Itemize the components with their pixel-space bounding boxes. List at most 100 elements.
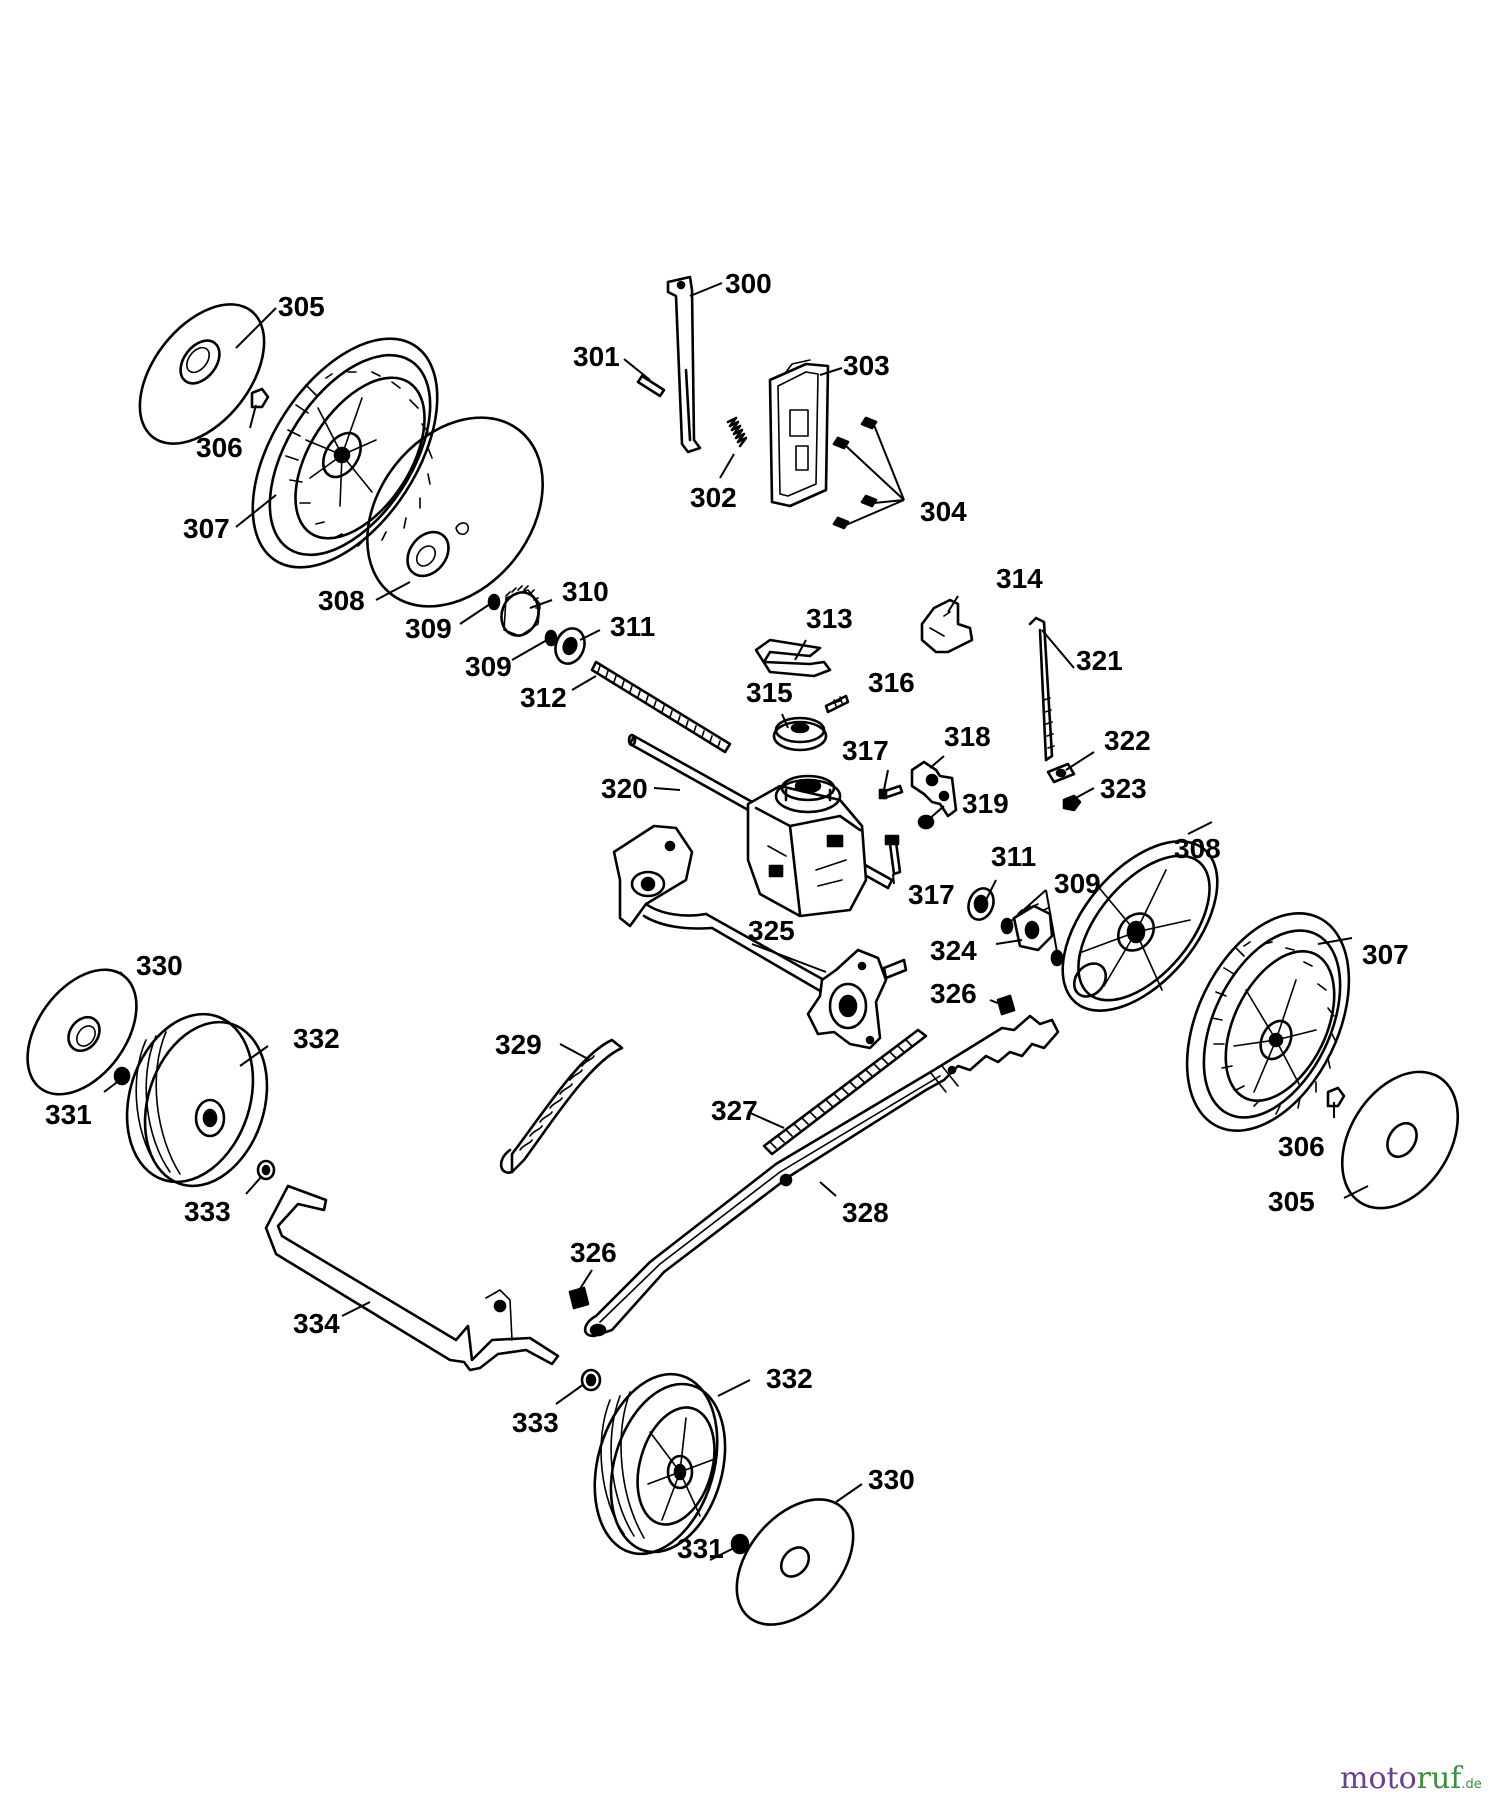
bearing-part <box>967 887 995 921</box>
wheel-cover-part <box>366 416 544 608</box>
watermark-part1: moto <box>1340 1761 1417 1796</box>
part-label-313: 313 <box>806 603 853 634</box>
part-label-305: 305 <box>278 291 325 322</box>
screws-part <box>832 416 878 530</box>
washer-part <box>544 629 558 647</box>
part-label-306: 306 <box>196 432 243 463</box>
screw-part <box>878 784 904 800</box>
height-lever-part <box>583 1014 1060 1338</box>
part-label-309: 309 <box>1054 868 1101 899</box>
part-label-309: 309 <box>465 651 512 682</box>
part-label-308: 308 <box>1174 833 1221 864</box>
part-label-306: 306 <box>1278 1131 1325 1162</box>
screw-part <box>884 834 902 876</box>
watermark-part2: ruf <box>1417 1761 1464 1796</box>
part-label-332: 332 <box>766 1363 813 1394</box>
watermark-logo: motoruf.de <box>1340 1761 1482 1796</box>
pulley-part <box>772 716 828 752</box>
part-label-311: 311 <box>991 841 1036 872</box>
part-label-315: 315 <box>746 677 793 708</box>
hubcap-part <box>735 1498 855 1626</box>
gearbox-part <box>746 774 868 918</box>
part-label-329: 329 <box>495 1029 542 1060</box>
wheel-part <box>125 1012 269 1188</box>
hubcap-part <box>1340 1070 1460 1210</box>
washer-part <box>1000 917 1014 935</box>
bracket-plate-part <box>768 359 830 508</box>
part-label-321: 321 <box>1076 645 1123 676</box>
part-label-330: 330 <box>868 1464 915 1495</box>
part-label-331: 331 <box>677 1533 724 1564</box>
part-label-320: 320 <box>601 773 648 804</box>
wheel-part <box>593 1372 727 1556</box>
spring-bracket-part <box>499 1038 624 1174</box>
drive-wheel-part <box>251 337 439 569</box>
part-label-325: 325 <box>748 915 795 946</box>
nut-part <box>730 1533 750 1555</box>
part-label-317: 317 <box>842 735 889 766</box>
bracket-part <box>910 760 958 818</box>
threaded-shaft-part <box>590 660 732 754</box>
rod-part <box>1028 616 1055 762</box>
hubcap-part <box>138 303 266 445</box>
part-label-312: 312 <box>520 682 567 713</box>
part-label-308: 308 <box>318 585 365 616</box>
part-label-314: 314 <box>996 563 1043 594</box>
part-label-323: 323 <box>1100 773 1147 804</box>
part-label-326: 326 <box>570 1237 617 1268</box>
part-label-319: 319 <box>962 788 1009 819</box>
nut-part <box>1062 794 1082 812</box>
gear-part <box>1012 903 1054 952</box>
lever-part <box>666 275 702 454</box>
part-label-318: 318 <box>944 721 991 752</box>
washer-part <box>487 593 501 611</box>
part-label-317: 317 <box>908 879 955 910</box>
nut-part <box>256 1159 276 1181</box>
spring-part <box>726 416 748 448</box>
part-label-333: 333 <box>512 1407 559 1438</box>
pin-part <box>636 374 666 398</box>
part-label-331: 331 <box>45 1099 92 1130</box>
svg-text:motoruf.de: motoruf.de <box>1340 1761 1482 1796</box>
front-axle-part <box>264 1184 560 1372</box>
part-label-305: 305 <box>1268 1186 1315 1217</box>
watermark-suffix: .de <box>1461 1777 1481 1792</box>
part-label-311: 311 <box>610 611 655 642</box>
bracket-part <box>920 598 974 654</box>
part-label-310: 310 <box>562 576 609 607</box>
drive-wheel-part <box>1185 912 1351 1132</box>
part-label-309: 309 <box>405 613 452 644</box>
part-label-302: 302 <box>690 482 737 513</box>
washer-part <box>1050 949 1064 967</box>
part-label-332: 332 <box>293 1023 340 1054</box>
part-label-334: 334 <box>293 1308 340 1339</box>
nut-part <box>250 387 270 409</box>
part-label-304: 304 <box>920 496 967 527</box>
part-label-333: 333 <box>184 1196 231 1227</box>
leader-lines <box>103 282 1369 1561</box>
nut-part <box>1326 1086 1346 1108</box>
screw-part <box>996 994 1016 1016</box>
clip-part <box>754 638 832 678</box>
part-label-316: 316 <box>868 667 915 698</box>
axle-bracket-part <box>612 824 908 1050</box>
part-label-307: 307 <box>183 513 230 544</box>
part-label-324: 324 <box>930 935 977 966</box>
part-label-326: 326 <box>930 978 977 1009</box>
part-number-labels: 300 301 302 303 304 305 306 307 308 309 … <box>45 268 1409 1564</box>
pin-part <box>824 694 850 714</box>
part-label-322: 322 <box>1104 725 1151 756</box>
threaded-rod-part <box>762 1028 928 1156</box>
part-label-301: 301 <box>573 341 620 372</box>
part-label-303: 303 <box>843 350 890 381</box>
washer-part <box>1046 762 1076 784</box>
part-label-300: 300 <box>725 268 772 299</box>
nut-part <box>580 1368 602 1392</box>
bearing-part <box>554 627 586 665</box>
part-label-327: 327 <box>711 1095 758 1126</box>
gear-part <box>500 585 541 637</box>
part-label-330: 330 <box>136 950 183 981</box>
part-label-307: 307 <box>1362 939 1409 970</box>
wheel-cover-part <box>1061 840 1219 1012</box>
